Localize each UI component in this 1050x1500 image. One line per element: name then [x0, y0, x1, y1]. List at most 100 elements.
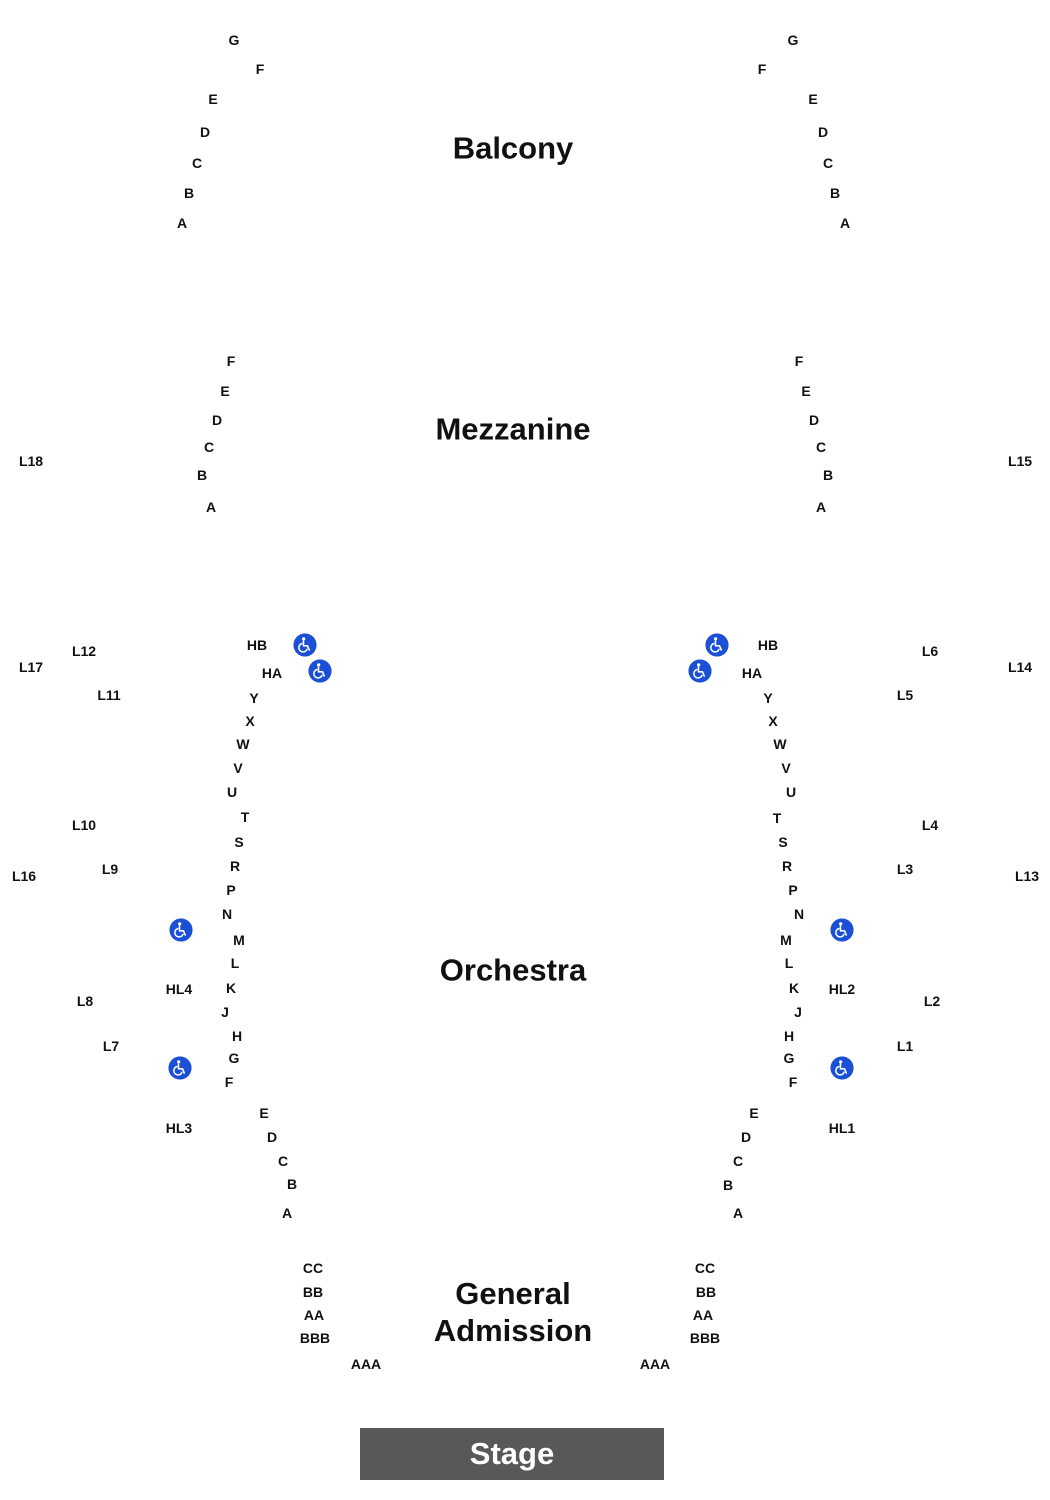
box-l11[interactable]: L11	[97, 687, 121, 703]
orchestra-right-row-d[interactable]: D	[740, 1129, 752, 1145]
wheelchair-icon[interactable]	[169, 918, 193, 942]
orchestra-left-row-e[interactable]: E	[259, 1105, 269, 1121]
orchestra-right-row-e[interactable]: E	[749, 1105, 759, 1121]
mezzanine-right-row-a[interactable]: A	[815, 499, 827, 515]
orchestra-left-row-l[interactable]: L	[230, 955, 240, 971]
balcony-left-row-d[interactable]: D	[199, 124, 211, 140]
orchestra-left-row-w[interactable]: W	[236, 736, 250, 752]
balcony-right-row-b[interactable]: B	[829, 185, 841, 201]
mezzanine-left-row-b[interactable]: B	[196, 467, 208, 483]
box-l15[interactable]: L15	[1007, 453, 1033, 469]
ga-left-row-bb[interactable]: BB	[302, 1284, 324, 1300]
orchestra-right-row-r[interactable]: R	[781, 858, 793, 874]
orchestra-right-row-x[interactable]: X	[768, 713, 778, 729]
orchestra-left-row-u[interactable]: U	[226, 784, 238, 800]
ga-left-row-aaa[interactable]: AAA	[350, 1356, 382, 1372]
balcony-left-row-b[interactable]: B	[183, 185, 195, 201]
orchestra-right-row-s[interactable]: S	[778, 834, 788, 850]
wheelchair-icon[interactable]	[308, 659, 332, 683]
orchestra-right-row-m[interactable]: M	[780, 932, 792, 948]
box-l16[interactable]: L16	[11, 868, 37, 884]
box-l13[interactable]: L13	[1014, 868, 1040, 884]
box-l6[interactable]: L6	[921, 643, 939, 659]
orchestra-left-row-d[interactable]: D	[266, 1129, 278, 1145]
wheelchair-icon[interactable]	[688, 659, 712, 683]
box-hl1[interactable]: HL1	[828, 1120, 856, 1136]
orchestra-left-row-y[interactable]: Y	[249, 690, 259, 706]
orchestra-right-row-p[interactable]: P	[788, 882, 798, 898]
orchestra-left-row-r[interactable]: R	[229, 858, 241, 874]
box-l8[interactable]: L8	[76, 993, 94, 1009]
balcony-left-row-a[interactable]: A	[176, 215, 188, 231]
box-l12[interactable]: L12	[71, 643, 97, 659]
mezzanine-left-row-d[interactable]: D	[211, 412, 223, 428]
orchestra-right-row-l[interactable]: L	[784, 955, 794, 971]
orchestra-left-row-j[interactable]: J	[221, 1004, 229, 1020]
orchestra-right-row-c[interactable]: C	[732, 1153, 744, 1169]
orchestra-right-row-u[interactable]: U	[785, 784, 797, 800]
balcony-left-row-e[interactable]: E	[208, 91, 218, 107]
orchestra-right-row-hb[interactable]: HB	[757, 637, 779, 653]
orchestra-right-row-b[interactable]: B	[722, 1177, 734, 1193]
orchestra-right-row-n[interactable]: N	[793, 906, 805, 922]
ga-right-row-bbb[interactable]: BBB	[689, 1330, 721, 1346]
orchestra-right-row-a[interactable]: A	[732, 1205, 744, 1221]
mezzanine-right-row-f[interactable]: F	[794, 353, 804, 369]
orchestra-left-row-hb[interactable]: HB	[246, 637, 268, 653]
box-l7[interactable]: L7	[102, 1038, 120, 1054]
mezzanine-right-row-c[interactable]: C	[815, 439, 827, 455]
orchestra-left-row-b[interactable]: B	[286, 1176, 298, 1192]
box-l14[interactable]: L14	[1007, 659, 1033, 675]
orchestra-right-row-y[interactable]: Y	[763, 690, 773, 706]
balcony-right-row-g[interactable]: G	[787, 32, 799, 48]
box-l18[interactable]: L18	[18, 453, 44, 469]
orchestra-left-row-c[interactable]: C	[277, 1153, 289, 1169]
orchestra-right-row-ha[interactable]: HA	[741, 665, 763, 681]
ga-left-row-bbb[interactable]: BBB	[299, 1330, 331, 1346]
orchestra-right-row-w[interactable]: W	[773, 736, 787, 752]
ga-left-row-cc[interactable]: CC	[302, 1260, 324, 1276]
orchestra-left-row-h[interactable]: H	[231, 1028, 243, 1044]
orchestra-left-row-ha[interactable]: HA	[261, 665, 283, 681]
orchestra-left-row-x[interactable]: X	[245, 713, 255, 729]
balcony-right-row-f[interactable]: F	[757, 61, 767, 77]
orchestra-right-row-t[interactable]: T	[772, 810, 782, 826]
orchestra-left-row-p[interactable]: P	[226, 882, 236, 898]
wheelchair-icon[interactable]	[293, 633, 317, 657]
orchestra-left-row-s[interactable]: S	[234, 834, 244, 850]
orchestra-left-row-g[interactable]: G	[228, 1050, 240, 1066]
wheelchair-icon[interactable]	[705, 633, 729, 657]
mezzanine-left-row-e[interactable]: E	[220, 383, 230, 399]
balcony-left-row-f[interactable]: F	[255, 61, 265, 77]
orchestra-left-row-f[interactable]: F	[224, 1074, 234, 1090]
orchestra-right-row-v[interactable]: V	[781, 760, 791, 776]
mezzanine-right-row-b[interactable]: B	[822, 467, 834, 483]
mezzanine-left-row-f[interactable]: F	[226, 353, 236, 369]
box-hl2[interactable]: HL2	[828, 981, 856, 997]
box-l17[interactable]: L17	[18, 659, 44, 675]
mezzanine-right-row-d[interactable]: D	[808, 412, 820, 428]
box-l5[interactable]: L5	[896, 687, 914, 703]
mezzanine-left-row-c[interactable]: C	[203, 439, 215, 455]
balcony-right-row-c[interactable]: C	[822, 155, 834, 171]
orchestra-left-row-t[interactable]: T	[240, 809, 250, 825]
orchestra-left-row-v[interactable]: V	[233, 760, 243, 776]
ga-right-row-aa[interactable]: AA	[692, 1307, 714, 1323]
ga-right-row-bb[interactable]: BB	[695, 1284, 717, 1300]
balcony-right-row-e[interactable]: E	[808, 91, 818, 107]
orchestra-right-row-f[interactable]: F	[788, 1074, 798, 1090]
wheelchair-icon[interactable]	[830, 918, 854, 942]
ga-right-row-aaa[interactable]: AAA	[639, 1356, 671, 1372]
wheelchair-icon[interactable]	[168, 1056, 192, 1080]
wheelchair-icon[interactable]	[830, 1056, 854, 1080]
balcony-left-row-c[interactable]: C	[191, 155, 203, 171]
balcony-left-row-g[interactable]: G	[228, 32, 240, 48]
mezzanine-right-row-e[interactable]: E	[801, 383, 811, 399]
box-hl4[interactable]: HL4	[165, 981, 193, 997]
orchestra-right-row-h[interactable]: H	[783, 1028, 795, 1044]
orchestra-left-row-a[interactable]: A	[281, 1205, 293, 1221]
orchestra-left-row-n[interactable]: N	[221, 906, 233, 922]
orchestra-right-row-g[interactable]: G	[783, 1050, 795, 1066]
box-l10[interactable]: L10	[71, 817, 97, 833]
orchestra-left-row-k[interactable]: K	[225, 980, 237, 996]
